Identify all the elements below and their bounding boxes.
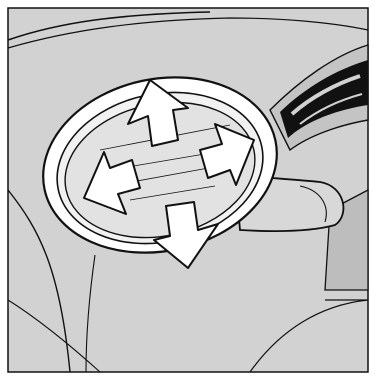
mirror-adjustment-illustration <box>0 0 376 379</box>
mirror-diagram-svg <box>0 0 376 379</box>
